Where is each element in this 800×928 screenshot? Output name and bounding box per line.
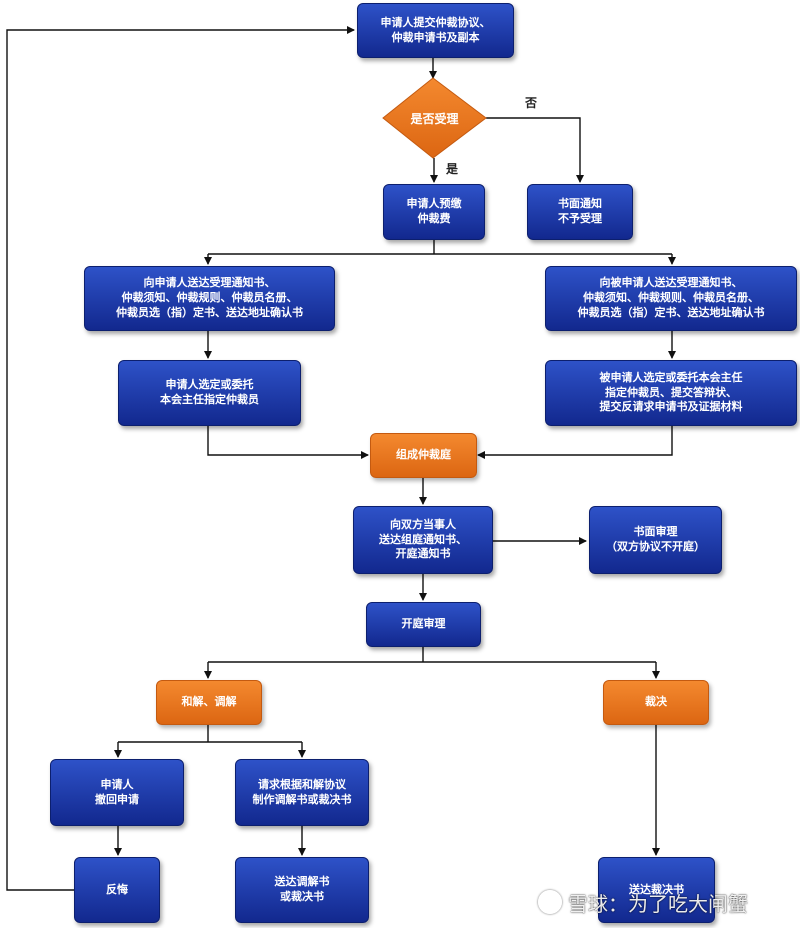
node-hearing: 开庭审理 bbox=[366, 602, 481, 647]
node-deliver-mediation: 送达调解书 或裁决书 bbox=[235, 857, 369, 923]
label-no: 否 bbox=[525, 96, 538, 110]
watermark-text: 雪球：为了吃大闸蟹 bbox=[568, 891, 748, 916]
edge-applicant-select-tribunal bbox=[207, 426, 369, 459]
node-written-review: 书面审理 （双方协议不开庭） bbox=[589, 506, 722, 574]
edge-regret-loop bbox=[6, 26, 355, 891]
node-request-doc: 请求根据和解协议 制作调解书或裁决书 bbox=[235, 759, 369, 826]
node-mediation: 和解、调解 bbox=[156, 680, 262, 725]
decision-accept-label: 是否受理 bbox=[410, 111, 459, 126]
edge-mediation-split bbox=[118, 725, 302, 743]
watermark: 雪球：为了吃大闸蟹 bbox=[538, 884, 800, 920]
decision-diamond bbox=[382, 77, 487, 159]
node-respondent-select: 被申请人选定或委托本会主任 指定仲裁员、提交答辩状、 提交反请求申请书及证据材料 bbox=[545, 360, 797, 426]
node-notify-applicant: 向申请人送达受理通知书、 仲裁须知、仲裁规则、仲裁员名册、 仲裁员选（指）定书、… bbox=[84, 266, 335, 331]
node-prepay: 申请人预缴 仲裁费 bbox=[383, 184, 485, 240]
label-yes: 是 bbox=[446, 162, 459, 176]
watermark-logo-icon bbox=[538, 890, 562, 914]
node-notify-parties: 向双方当事人 送达组庭通知书、 开庭通知书 bbox=[353, 506, 493, 574]
edge-accept-no bbox=[486, 117, 584, 183]
edge-respondent-select-tribunal bbox=[477, 426, 673, 459]
node-award: 裁决 bbox=[603, 680, 709, 725]
node-withdraw: 申请人 撤回申请 bbox=[50, 759, 184, 826]
edge-prepay-split bbox=[208, 240, 672, 255]
node-notify-respondent: 向被申请人送达受理通知书、 仲裁须知、仲裁规则、仲裁员名册、 仲裁员选（指）定书… bbox=[545, 266, 797, 331]
edge-hearing-split bbox=[208, 647, 656, 663]
node-submit: 申请人提交仲裁协议、 仲裁申请书及副本 bbox=[357, 3, 514, 58]
node-regret: 反悔 bbox=[74, 857, 160, 923]
node-reject-notice: 书面通知 不予受理 bbox=[527, 184, 633, 240]
node-deliver-award: 送达裁决书 bbox=[598, 857, 715, 923]
node-form-tribunal: 组成仲裁庭 bbox=[370, 433, 477, 478]
node-applicant-select: 申请人选定或委托 本会主任指定仲裁员 bbox=[118, 360, 301, 426]
